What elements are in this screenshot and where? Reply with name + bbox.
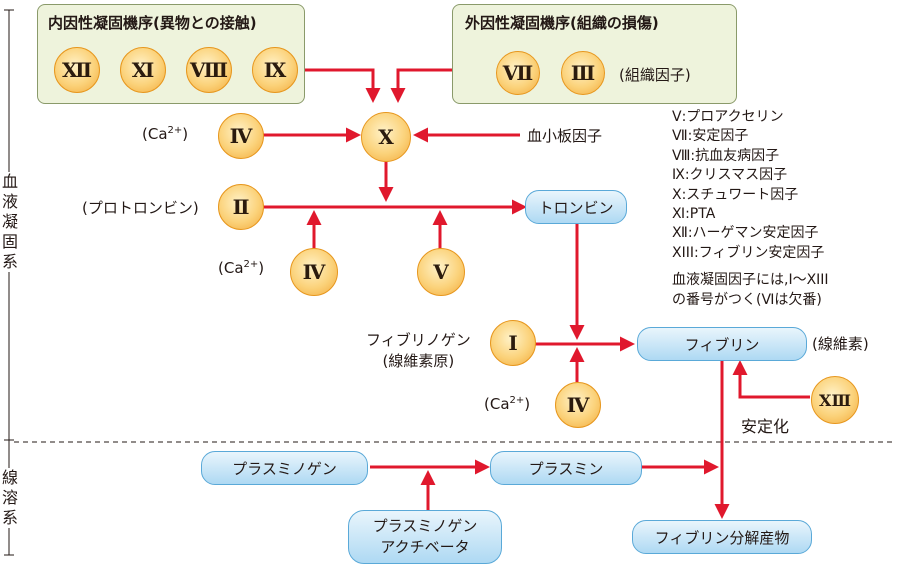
legend-item: Ⅴ:プロアクセリン: [672, 109, 784, 125]
factor-ii: Ⅱ: [218, 184, 264, 230]
plasminogen-node: プラスミノゲン: [201, 451, 368, 485]
plasmin-node: プラスミン: [490, 451, 642, 485]
intrinsic-factor-viii: Ⅷ: [186, 47, 232, 93]
factor-iv-middle: Ⅳ: [290, 248, 338, 296]
intrinsic-factor-xi: Ⅺ: [120, 47, 166, 93]
intrinsic-pathway-title: 内因性凝固機序(異物との接触): [48, 14, 257, 32]
legend-item: Ⅸ:クリスマス因子: [672, 167, 788, 184]
activator-line1: プラスミノゲン: [372, 517, 478, 535]
intrinsic-factor-ix: Ⅸ: [252, 47, 298, 93]
fibrin-node: フィブリン: [637, 327, 807, 361]
factor-x: Ⅹ: [361, 112, 411, 162]
factor-i: Ⅰ: [490, 320, 536, 366]
calcium-prefix: (Ca: [142, 125, 168, 143]
extrinsic-factor-iii: Ⅲ: [561, 51, 605, 95]
calcium-superscript: 2+: [167, 125, 183, 136]
legend-item: Ⅶ:安定因子: [672, 128, 749, 145]
legend-item: XIII:フィブリン安定因子: [672, 244, 825, 261]
platelet-factor-label: 血小板因子: [527, 127, 603, 145]
calcium-label-1: (Ca2+): [142, 125, 188, 143]
calcium-prefix: (Ca: [218, 259, 244, 277]
extrinsic-pathway-title: 外因性凝固機序(組織の損傷): [465, 14, 659, 32]
fibrinolysis-system-text: 線溶系: [1, 468, 18, 527]
stabilize-label: 安定化: [741, 417, 790, 436]
legend-item: Ⅻ:ハーゲマン安定因子: [672, 225, 819, 242]
tissue-factor-note: (組織因子): [619, 66, 691, 84]
calcium-superscript: 2+: [509, 395, 525, 406]
fibrinogen-alias: (線維素原): [382, 352, 455, 370]
legend-note: 血液凝固因子には,Ⅰ〜XIII: [672, 272, 829, 289]
factor-legend: Ⅴ:プロアクセリン Ⅶ:安定因子 Ⅷ:抗血友病因子 Ⅸ:クリスマス因子 Ⅹ:スチ…: [672, 108, 829, 310]
extrinsic-factor-vii: Ⅶ: [496, 51, 540, 95]
prothrombin-label: (プロトロンビン): [82, 199, 199, 217]
factor-iv-bottom: Ⅳ: [555, 382, 601, 428]
calcium-label-3: (Ca2+): [484, 395, 530, 413]
calcium-suffix: ): [258, 259, 265, 277]
legend-note: の番号がつく(Ⅵは欠番): [672, 291, 822, 308]
plasminogen-activator-node: プラスミノゲン アクチベータ: [348, 510, 502, 564]
fibrinogen-label: フィブリノゲン (線維素原): [366, 330, 471, 372]
coagulation-system-label: 血液凝固系: [0, 172, 20, 272]
legend-item: Ⅷ:抗血友病因子: [672, 147, 780, 164]
factor-v: Ⅴ: [417, 248, 465, 296]
fiber-note: (線維素): [812, 335, 869, 353]
factor-iv-top: Ⅳ: [218, 113, 264, 159]
coagulation-system-text: 血液凝固系: [1, 172, 18, 271]
calcium-label-2: (Ca2+): [218, 259, 264, 277]
fibrinolysis-system-label: 線溶系: [0, 468, 20, 528]
intrinsic-factor-xii: Ⅻ: [54, 47, 100, 93]
legend-item: Ⅹ:スチュワート因子: [672, 186, 799, 203]
legend-item: Ⅺ:PTA: [672, 206, 716, 223]
activator-line2: アクチベータ: [380, 538, 470, 556]
fibrinogen-name: フィブリノゲン: [366, 331, 471, 349]
calcium-suffix: ): [524, 395, 531, 413]
calcium-superscript: 2+: [243, 259, 259, 270]
thrombin-node: トロンビン: [525, 190, 627, 224]
calcium-prefix: (Ca: [484, 395, 510, 413]
factor-xiii: ⅩⅢ: [811, 376, 859, 424]
calcium-suffix: ): [182, 125, 189, 143]
fibrin-degradation-node: フィブリン分解産物: [632, 520, 812, 554]
